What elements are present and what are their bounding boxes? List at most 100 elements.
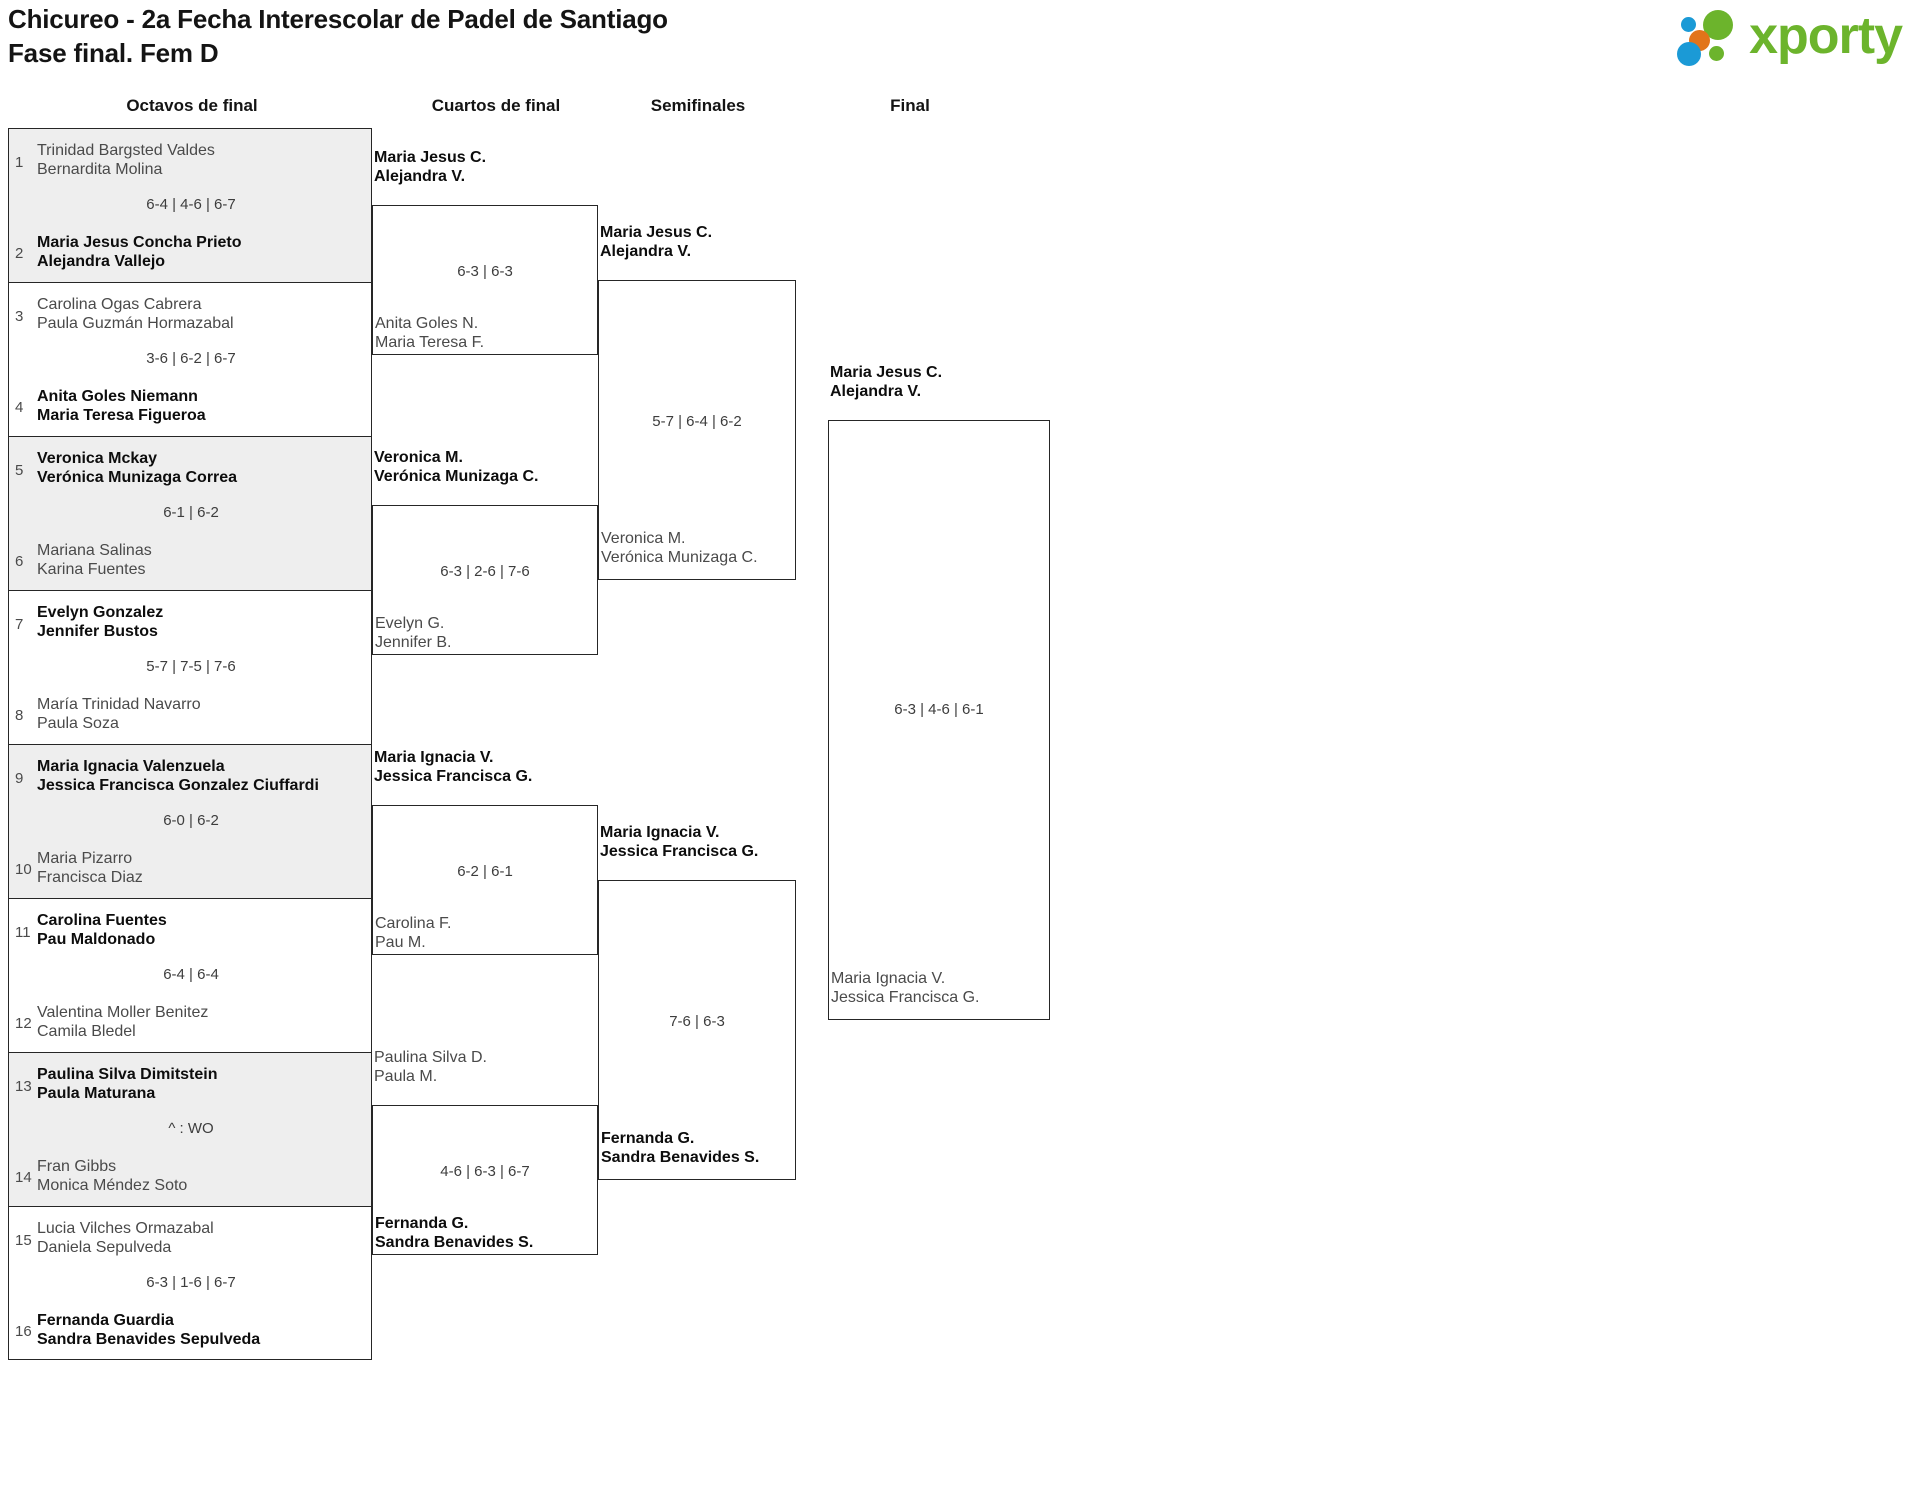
seed-number: 14: [15, 1169, 32, 1186]
match-score: 3-6 | 6-2 | 6-7: [146, 350, 236, 367]
match-score: 6-2 | 6-1: [457, 863, 513, 880]
match-score: 6-1 | 6-2: [163, 504, 219, 521]
player-name: Anita Goles Niemann: [37, 388, 198, 405]
player-name: Veronica M.: [601, 530, 686, 547]
player-name: Fran Gibbs: [37, 1158, 117, 1175]
match-round4-1-team-bottom[interactable]: Maria Ignacia V.Jessica Francisca G.: [831, 969, 979, 1007]
page-title: Chicureo - 2a Fecha Interescolar de Pade…: [8, 2, 668, 70]
match-score: 6-3 | 1-6 | 6-7: [146, 1274, 236, 1291]
match-round2-4-team-top[interactable]: Paulina Silva D. Paula M.: [374, 1048, 487, 1086]
player-name: Fernanda G.: [375, 1215, 469, 1232]
player-name: Sandra Benavides S.: [375, 1234, 534, 1251]
player-name: Evelyn G.: [375, 615, 445, 632]
player-name: Maria Pizarro: [37, 850, 133, 867]
seed-number: 1: [15, 154, 24, 171]
round-heading-semifinales: Semifinales: [650, 96, 746, 115]
round-heading-octavos: Octavos de final: [126, 96, 258, 115]
match-round2-1-team-top[interactable]: Maria Jesus C.Alejandra V.: [374, 148, 486, 186]
player-name: Bernardita Molina: [37, 161, 163, 178]
player-name: Paula Soza: [37, 715, 119, 732]
match-score: 6-3 | 6-3: [457, 263, 513, 280]
player-name: Sandra Benavides Sepulveda: [37, 1331, 261, 1348]
seed-number: 8: [15, 707, 24, 724]
seed-number: 9: [15, 770, 24, 787]
logo-dot-blue-large: [1677, 42, 1702, 66]
round-heading-final: Final: [890, 96, 930, 115]
player-name: Verónica Munizaga C.: [374, 468, 539, 485]
player-name: Verónica Munizaga Correa: [37, 469, 238, 486]
match-round2-2-team-top[interactable]: Veronica M.Verónica Munizaga C.: [374, 448, 538, 486]
round-heading-cuartos: Cuartos de final: [431, 96, 561, 115]
player-name: Sandra Benavides S.: [601, 1149, 760, 1166]
match-round3-2-team-top[interactable]: Maria Ignacia V.Jessica Francisca G.: [600, 823, 758, 861]
player-name: Pau M.: [375, 934, 426, 951]
player-name: Maria Jesus C.: [600, 224, 713, 241]
player-name: Maria Ignacia Valenzuela: [37, 758, 225, 775]
match-round2-1-team-bottom[interactable]: Anita Goles N.Maria Teresa F.: [375, 314, 484, 352]
player-name: Jessica Francisca G.: [374, 768, 533, 785]
player-name: Mariana Salinas: [37, 542, 152, 559]
seed-number: 15: [15, 1232, 32, 1249]
match-round4-1-team-top[interactable]: Maria Jesus C.Alejandra V.: [830, 363, 942, 401]
seed-number: 13: [15, 1078, 32, 1095]
player-name: Evelyn Gonzalez: [37, 604, 164, 621]
xporty-logo: xporty: [1677, 8, 1903, 66]
player-name: Maria Jesus C.: [830, 364, 943, 381]
match-score: 5-7 | 6-4 | 6-2: [652, 413, 742, 430]
player-name: Alejandra Vallejo: [37, 253, 166, 270]
match-round2-3-team-top[interactable]: Maria Ignacia V.Jessica Francisca G.: [374, 748, 532, 786]
player-name: Camila Bledel: [37, 1023, 136, 1040]
match-round2-4-team-bottom[interactable]: Fernanda G. Sandra Benavides S.: [375, 1214, 533, 1252]
player-name: Verónica Munizaga C.: [601, 549, 758, 566]
seed-number: 6: [15, 553, 24, 570]
player-name: Paula Maturana: [37, 1085, 156, 1102]
player-name: Maria Jesus C.: [374, 149, 487, 166]
match-round3-1-team-top[interactable]: Maria Jesus C.Alejandra V.: [600, 223, 712, 261]
player-name: Maria Ignacia V.: [600, 824, 720, 841]
player-name: Carolina F.: [375, 915, 452, 932]
match-round2-3-team-bottom[interactable]: Carolina F. Pau M.: [375, 914, 451, 952]
match-round3-2-team-bottom[interactable]: Fernanda G. Sandra Benavides S.: [601, 1129, 759, 1167]
player-name: Fernanda G.: [601, 1130, 695, 1147]
seed-number: 7: [15, 616, 24, 633]
tournament-title-line-2: Fase final. Fem D: [8, 38, 219, 68]
match-round2-2-team-bottom[interactable]: Evelyn G.Jennifer B.: [375, 614, 451, 652]
player-name: Maria Teresa Figueroa: [37, 407, 206, 424]
player-name: Paula M.: [374, 1068, 438, 1085]
player-name: Paulina Silva D.: [374, 1049, 487, 1066]
player-name: Karina Fuentes: [37, 561, 146, 578]
match-round3-1-team-bottom[interactable]: Veronica M. Verónica Munizaga C.: [601, 529, 758, 567]
